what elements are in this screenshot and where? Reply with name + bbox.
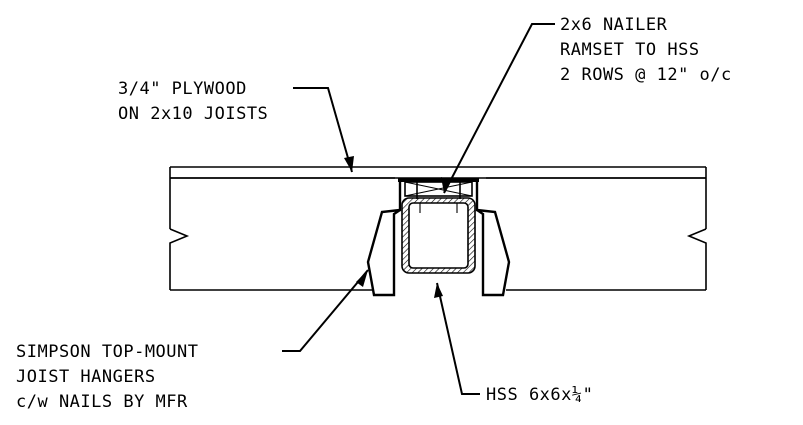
hss-label-text: HSS 6x6x¼": [486, 385, 593, 405]
leader-hss: [434, 282, 480, 395]
nailer-2x6: [404, 179, 473, 199]
nailer-label-line-2: RAMSET TO HSS: [560, 40, 700, 60]
hangers-label: SIMPSON TOP-MOUNT JOIST HANGERS c/w NAIL…: [16, 342, 199, 412]
plywood-label-line-2: ON 2x10 JOISTS: [118, 104, 268, 124]
nailer-label-line-1: 2x6 NAILER: [560, 15, 668, 35]
hanger-top-flanges: [398, 178, 479, 182]
left-joist-hanger: [366, 178, 402, 297]
hangers-label-line-2: JOIST HANGERS: [16, 367, 156, 387]
hss-label: HSS 6x6x¼": [486, 385, 593, 405]
leader-plywood: [293, 87, 354, 173]
left-joist: [169, 167, 395, 291]
hangers-label-line-3: c/w NAILS BY MFR: [16, 392, 188, 412]
nailer-label: 2x6 NAILER RAMSET TO HSS 2 ROWS @ 12" o/…: [560, 15, 732, 85]
hss-tube: [401, 197, 476, 274]
plywood-label-line-1: 3/4" PLYWOOD: [118, 79, 247, 99]
nailer-label-line-3: 2 ROWS @ 12" o/c: [560, 65, 732, 85]
right-joist: [486, 167, 707, 291]
leader-nailer: [441, 23, 555, 194]
right-joist-hanger: [475, 178, 511, 297]
plywood-label: 3/4" PLYWOOD ON 2x10 JOISTS: [118, 79, 268, 124]
plywood-deck: [170, 166, 706, 179]
leader-hangers: [282, 269, 369, 352]
hangers-label-line-1: SIMPSON TOP-MOUNT: [16, 342, 199, 362]
